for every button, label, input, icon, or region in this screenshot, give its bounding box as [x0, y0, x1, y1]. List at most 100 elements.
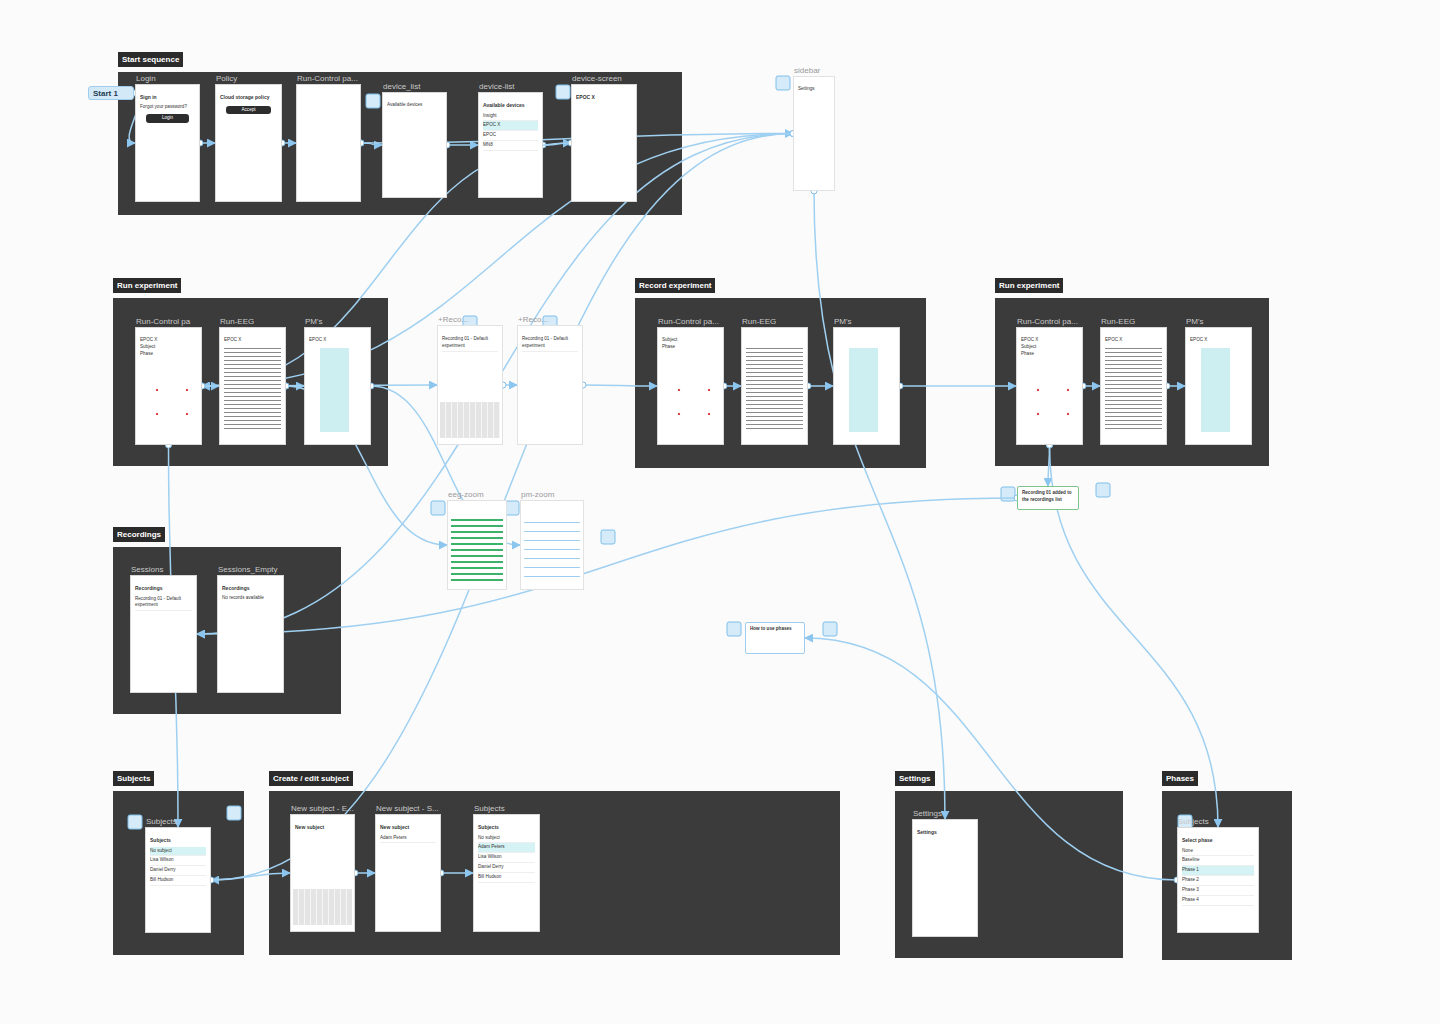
pmz-illustration [524, 515, 580, 585]
screen-frame: How to use phases [745, 622, 805, 654]
screen-text: No subject [478, 834, 535, 844]
screen-content: EPOC X [572, 85, 636, 106]
screen-frame: Run-Control pa... [296, 84, 361, 202]
section-title: Run experiment [995, 278, 1063, 293]
screen-content: EPOC X [305, 328, 370, 346]
screen-text: How to use phases [750, 626, 800, 633]
frame-label: device-list [479, 82, 515, 91]
prototype-connector [211, 131, 796, 881]
screen-text: Lisa Wilson [150, 856, 206, 866]
screen-text: EPOC X [1105, 337, 1162, 344]
tag-label: Start 1 [93, 89, 118, 98]
screen-text: EPOC X [483, 121, 538, 131]
ctl-illustration [142, 378, 195, 430]
frame-label: PM's [834, 317, 852, 326]
screen-frame: LoginSign inForgot your password?Login [135, 84, 200, 202]
section-title: Phases [1162, 771, 1198, 786]
screen-text: New subject [295, 824, 350, 832]
frame-label: device-screen [572, 74, 622, 83]
pm-illustration [309, 348, 366, 432]
section-title: Record experiment [635, 278, 715, 293]
screen-frame: SubjectsSelect phaseNoneBaselinePhase 1P… [1177, 827, 1259, 933]
section-band: PhasesSubjectsSelect phaseNoneBaselinePh… [1162, 791, 1292, 960]
screen-content: Recording 01 added to the recordings lis… [1018, 487, 1078, 507]
screen-content: EPOC X [220, 328, 285, 346]
screen-text: Phase [662, 344, 719, 351]
screen-text: EPOC X [1190, 337, 1247, 344]
zoom-illustration [451, 515, 503, 585]
frame-label: Subjects [474, 804, 505, 813]
screen-text: Available devices [387, 102, 442, 109]
screen-text: Baseline [1182, 856, 1254, 866]
section-title: Recordings [113, 527, 165, 542]
screen-text: Bill Hudson [478, 873, 535, 883]
screen-text: Phase 2 [1182, 876, 1254, 886]
screen-text: Subjects [150, 837, 206, 845]
screen-frame: device-screenEPOC X [571, 84, 637, 202]
section-title: Settings [895, 771, 935, 786]
section-band: Record experimentRun-Control pa...Subjec… [635, 298, 926, 468]
frame-label: Login [136, 74, 156, 83]
screen-text: New subject [380, 824, 436, 832]
eeg-illustration [746, 348, 803, 432]
screen-text: Subjects [478, 824, 535, 832]
kb-illustration [440, 402, 500, 438]
screen-frame: SessionsRecordingsRecording 01 - Default… [130, 575, 197, 693]
screen-frame: +Reco...Recording 01 - Default experimen… [517, 325, 583, 445]
start-tag: Start 1 [88, 86, 134, 100]
screen-frame: Run-EEG [741, 327, 808, 445]
screen-text: Forgot your password? [140, 104, 195, 111]
screen-text: Recordings [222, 585, 279, 593]
connector-line [900, 385, 1016, 387]
frame-label: Run-Control pa... [1017, 317, 1078, 326]
screen-text: Login [146, 114, 189, 123]
screen-frame: pm-zoom [520, 500, 584, 590]
screen-frame: device_listAvailable devices [382, 92, 447, 198]
screen-text: Subject [662, 337, 719, 344]
screen-text: Subject [1021, 344, 1078, 351]
ctl-illustration [664, 378, 717, 430]
screen-frame: Run-EEGEPOC X [219, 327, 286, 445]
frame-label: PM's [1186, 317, 1204, 326]
screen-text: Sign in [140, 94, 195, 102]
screen-text: Subject [140, 344, 197, 351]
screen-content: Recordings No records available [218, 576, 283, 603]
screen-text: Recording 01 added to the recordings lis… [1022, 490, 1074, 504]
screen-content: How to use phases [746, 623, 804, 636]
screen-frame: SubjectsSubjectsNo subjectLisa WilsonDan… [145, 827, 211, 933]
connector-line [447, 144, 478, 146]
screen-frame: Run-Control pa...EPOC XSubjectPhase [1016, 327, 1083, 445]
screen-frame: PM's [833, 327, 900, 445]
frame-label: Sessions [131, 565, 163, 574]
screen-text: Available devices [483, 102, 538, 110]
frame-label: Run-Control pa [136, 317, 190, 326]
screen-content: Settings [913, 820, 977, 841]
screen-text: EPOC [483, 131, 538, 141]
screen-frame: +Reco...Recording 01 - Default experimen… [437, 325, 503, 445]
screen-text: Insight [483, 112, 538, 122]
screen-content: Recording 01 - Default experiment [438, 326, 502, 354]
screen-content: Cloud storage policyAccept [216, 85, 281, 120]
screen-content: SubjectPhase [658, 328, 723, 353]
screen-text: EPOC X [576, 94, 632, 102]
frame-label: Subjects [146, 817, 177, 826]
section-title: Start sequence [118, 52, 183, 67]
screen-content: New subject [291, 815, 354, 836]
screen-content: Recording 01 - Default experiment [518, 326, 582, 354]
screen-frame: SubjectsSubjectsNo subjectAdam PetersLis… [473, 814, 540, 932]
screen-text: None [1182, 847, 1254, 857]
section-title: Subjects [113, 771, 154, 786]
eeg-illustration [224, 348, 281, 432]
screen-text: Lisa Wilson [478, 853, 535, 863]
screen-text: Phase 4 [1182, 896, 1254, 906]
frame-label: Run-Control pa... [658, 317, 719, 326]
screen-frame: device-listAvailable devicesInsightEPOC … [478, 92, 543, 198]
screen-text: No records available [222, 595, 279, 602]
connector-line [211, 134, 793, 881]
screen-content: EPOC X [1101, 328, 1166, 346]
frame-label: Policy [216, 74, 237, 83]
screen-content: Select phaseNoneBaselinePhase 1Phase 2Ph… [1178, 828, 1258, 908]
frame-label: New subject - S... [376, 804, 439, 813]
screen-frame: PM'sEPOC X [304, 327, 371, 445]
screen-content: Available devicesInsightEPOC XEPOCMN8 [479, 93, 542, 153]
